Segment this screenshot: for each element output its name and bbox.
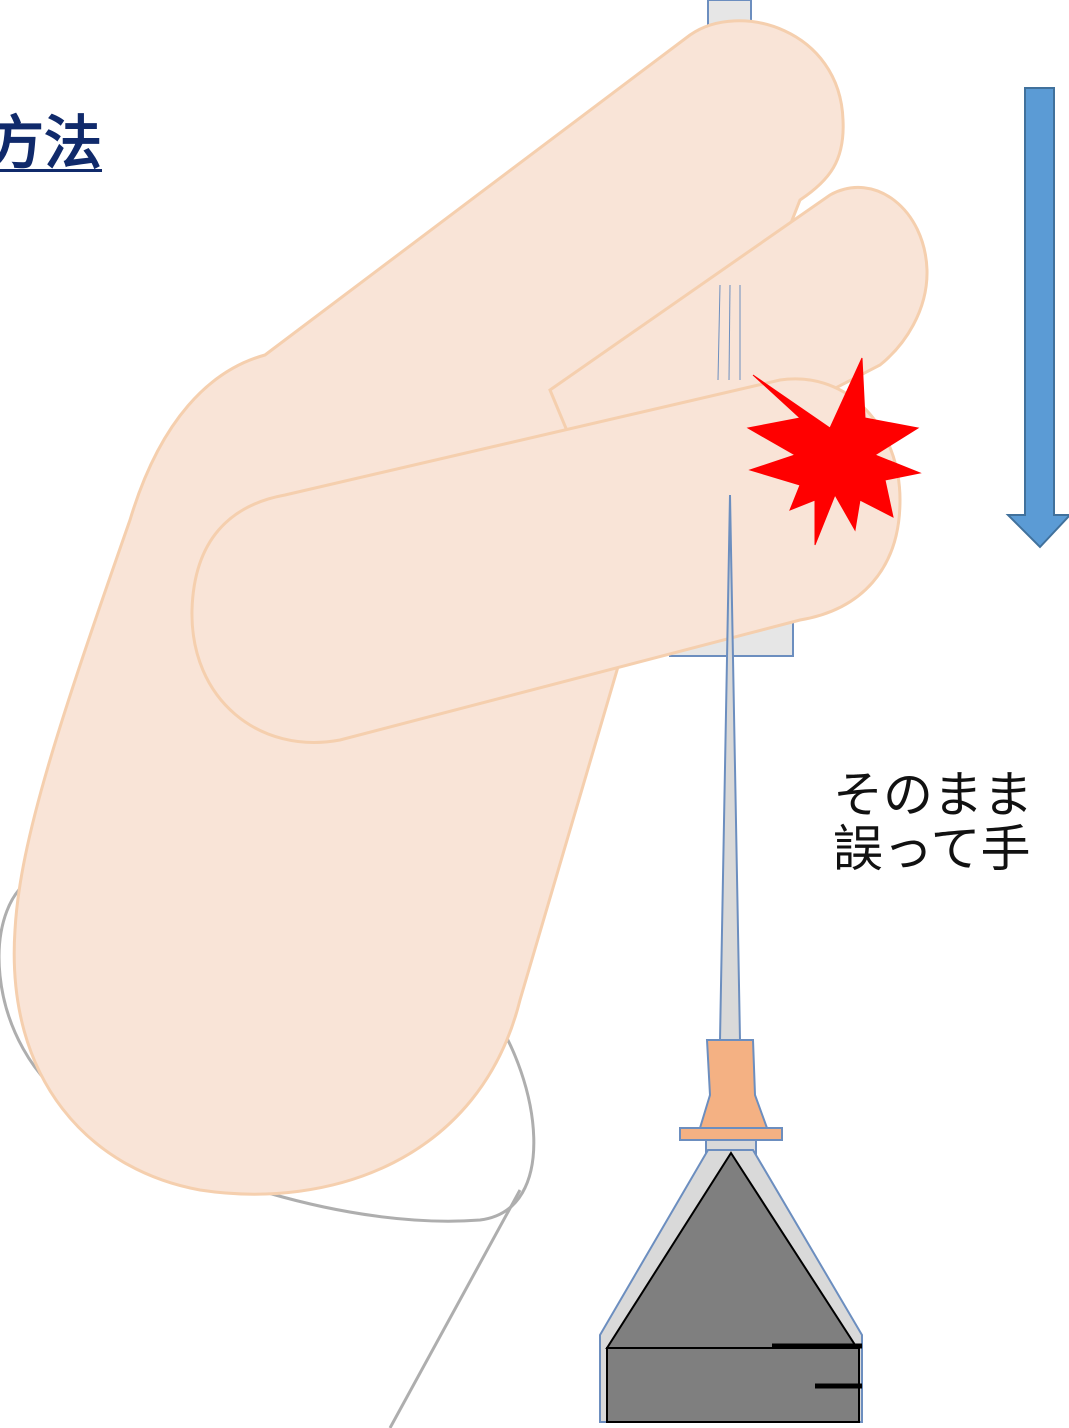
needle-hub-flange [679,1127,783,1141]
needle-hub [698,1039,769,1129]
syringe-cone [605,1151,859,1349]
injury-burst-icon [746,357,922,546]
page-title: 方法 [0,109,103,177]
caption-line-1: そのまま [833,766,1033,824]
caption-line-2: 誤って手 [833,820,1031,878]
sleeve-crease [388,1189,522,1428]
down-arrow-icon [1005,87,1069,549]
pipette-ribs [717,284,741,381]
